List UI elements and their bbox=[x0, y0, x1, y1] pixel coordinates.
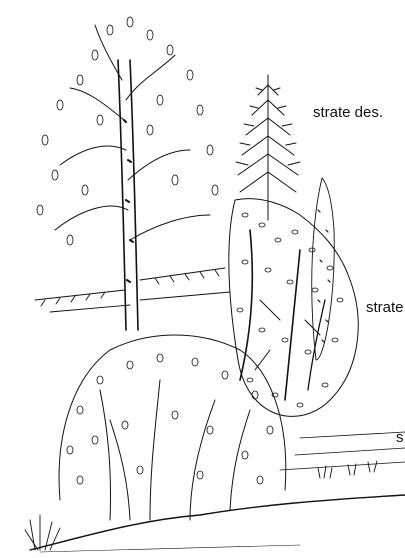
ground bbox=[30, 432, 405, 552]
middle-stratum-label: strate bbox=[366, 300, 404, 315]
canopy-stratum-label: strate des. bbox=[313, 105, 383, 120]
middle-stratum-trees bbox=[229, 199, 358, 417]
grass-tufts bbox=[25, 461, 377, 550]
middle-foliage-texture bbox=[237, 213, 343, 407]
narrow-poplar bbox=[312, 178, 334, 360]
lower-stratum-label: s bbox=[396, 430, 404, 445]
fir-branches bbox=[35, 268, 230, 312]
birch-tree bbox=[55, 25, 210, 330]
shrub-layer bbox=[59, 335, 286, 520]
birch-foliage bbox=[37, 17, 218, 245]
